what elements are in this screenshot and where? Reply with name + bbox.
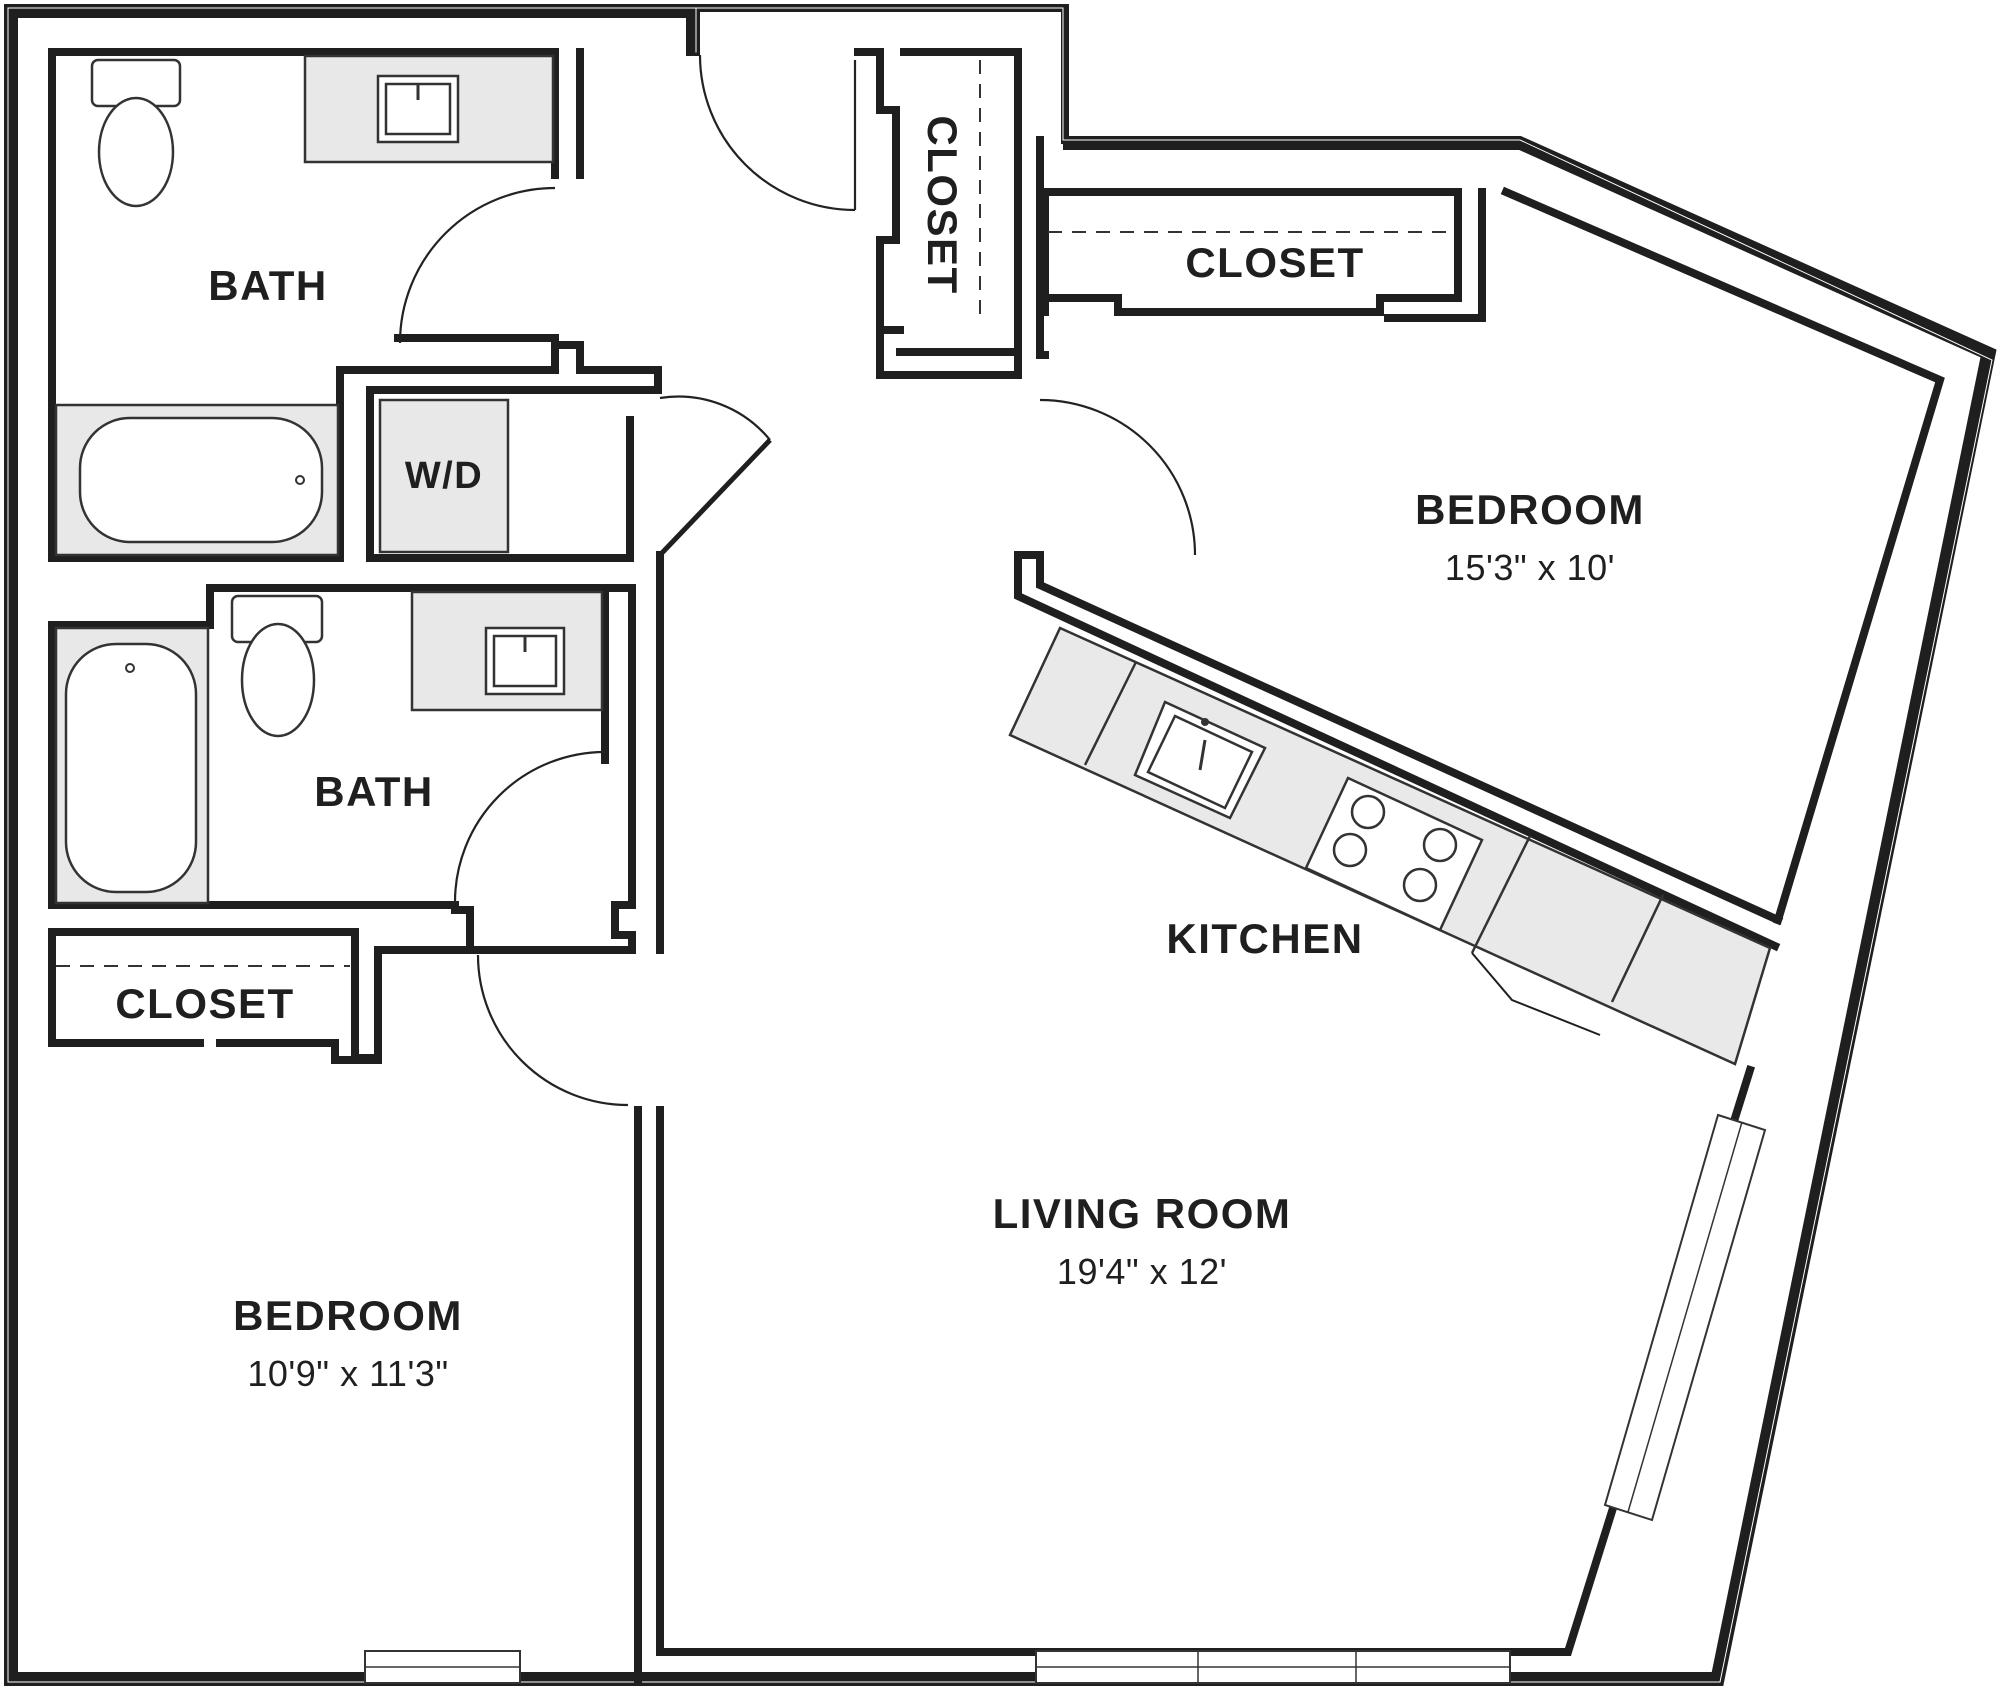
dimensions-bedroom-lower: 10'9" x 11'3" [247,1353,448,1394]
dimensions-bedroom-upper: 15'3" x 10' [1445,547,1615,588]
dimensions-living-room: 19'4" x 12' [1057,1251,1227,1292]
label-kitchen: KITCHEN [1166,915,1363,962]
label-bedroom-upper: BEDROOM [1415,486,1645,533]
washer-dryer-icon [378,398,510,554]
burner-icon [1422,827,1458,863]
bathtub-basin-icon [64,642,198,894]
label-closet-bedroom-lower: CLOSET [115,980,294,1027]
label-closet-bedroom-upper: CLOSET [1185,239,1364,286]
exterior-wall [4,4,1997,1686]
entry-door-swing [698,54,856,212]
upper-bath-fixtures [54,54,555,557]
toilet-bowl-icon [97,96,175,208]
label-bedroom-lower: BEDROOM [233,1292,463,1339]
burner-icon [1332,832,1368,868]
label-washer-dryer: W/D [405,455,483,497]
bathtub-basin-icon [78,416,324,544]
kitchen-counter [1008,626,1772,1066]
label-closet-hall: CLOSET [919,115,966,294]
lower-bath-fixtures [54,590,604,905]
label-living-room: LIVING ROOM [993,1190,1292,1237]
burner-icon [1350,794,1386,830]
room-labels: BATH BATH W/D CLOSET CLOSET CLOSET BEDRO… [115,115,1645,1394]
label-bath-upper: BATH [208,262,328,309]
windows [364,1113,1767,1684]
outer-boundary [7,7,1993,1683]
door-swings [398,54,1197,1107]
cooktop-icon [1304,776,1484,932]
closet-rods [56,60,1455,967]
burner-icon [1402,867,1438,903]
toilet-bowl-icon [240,622,316,738]
label-bath-lower: BATH [314,768,434,815]
interior-walls [48,48,1945,1686]
